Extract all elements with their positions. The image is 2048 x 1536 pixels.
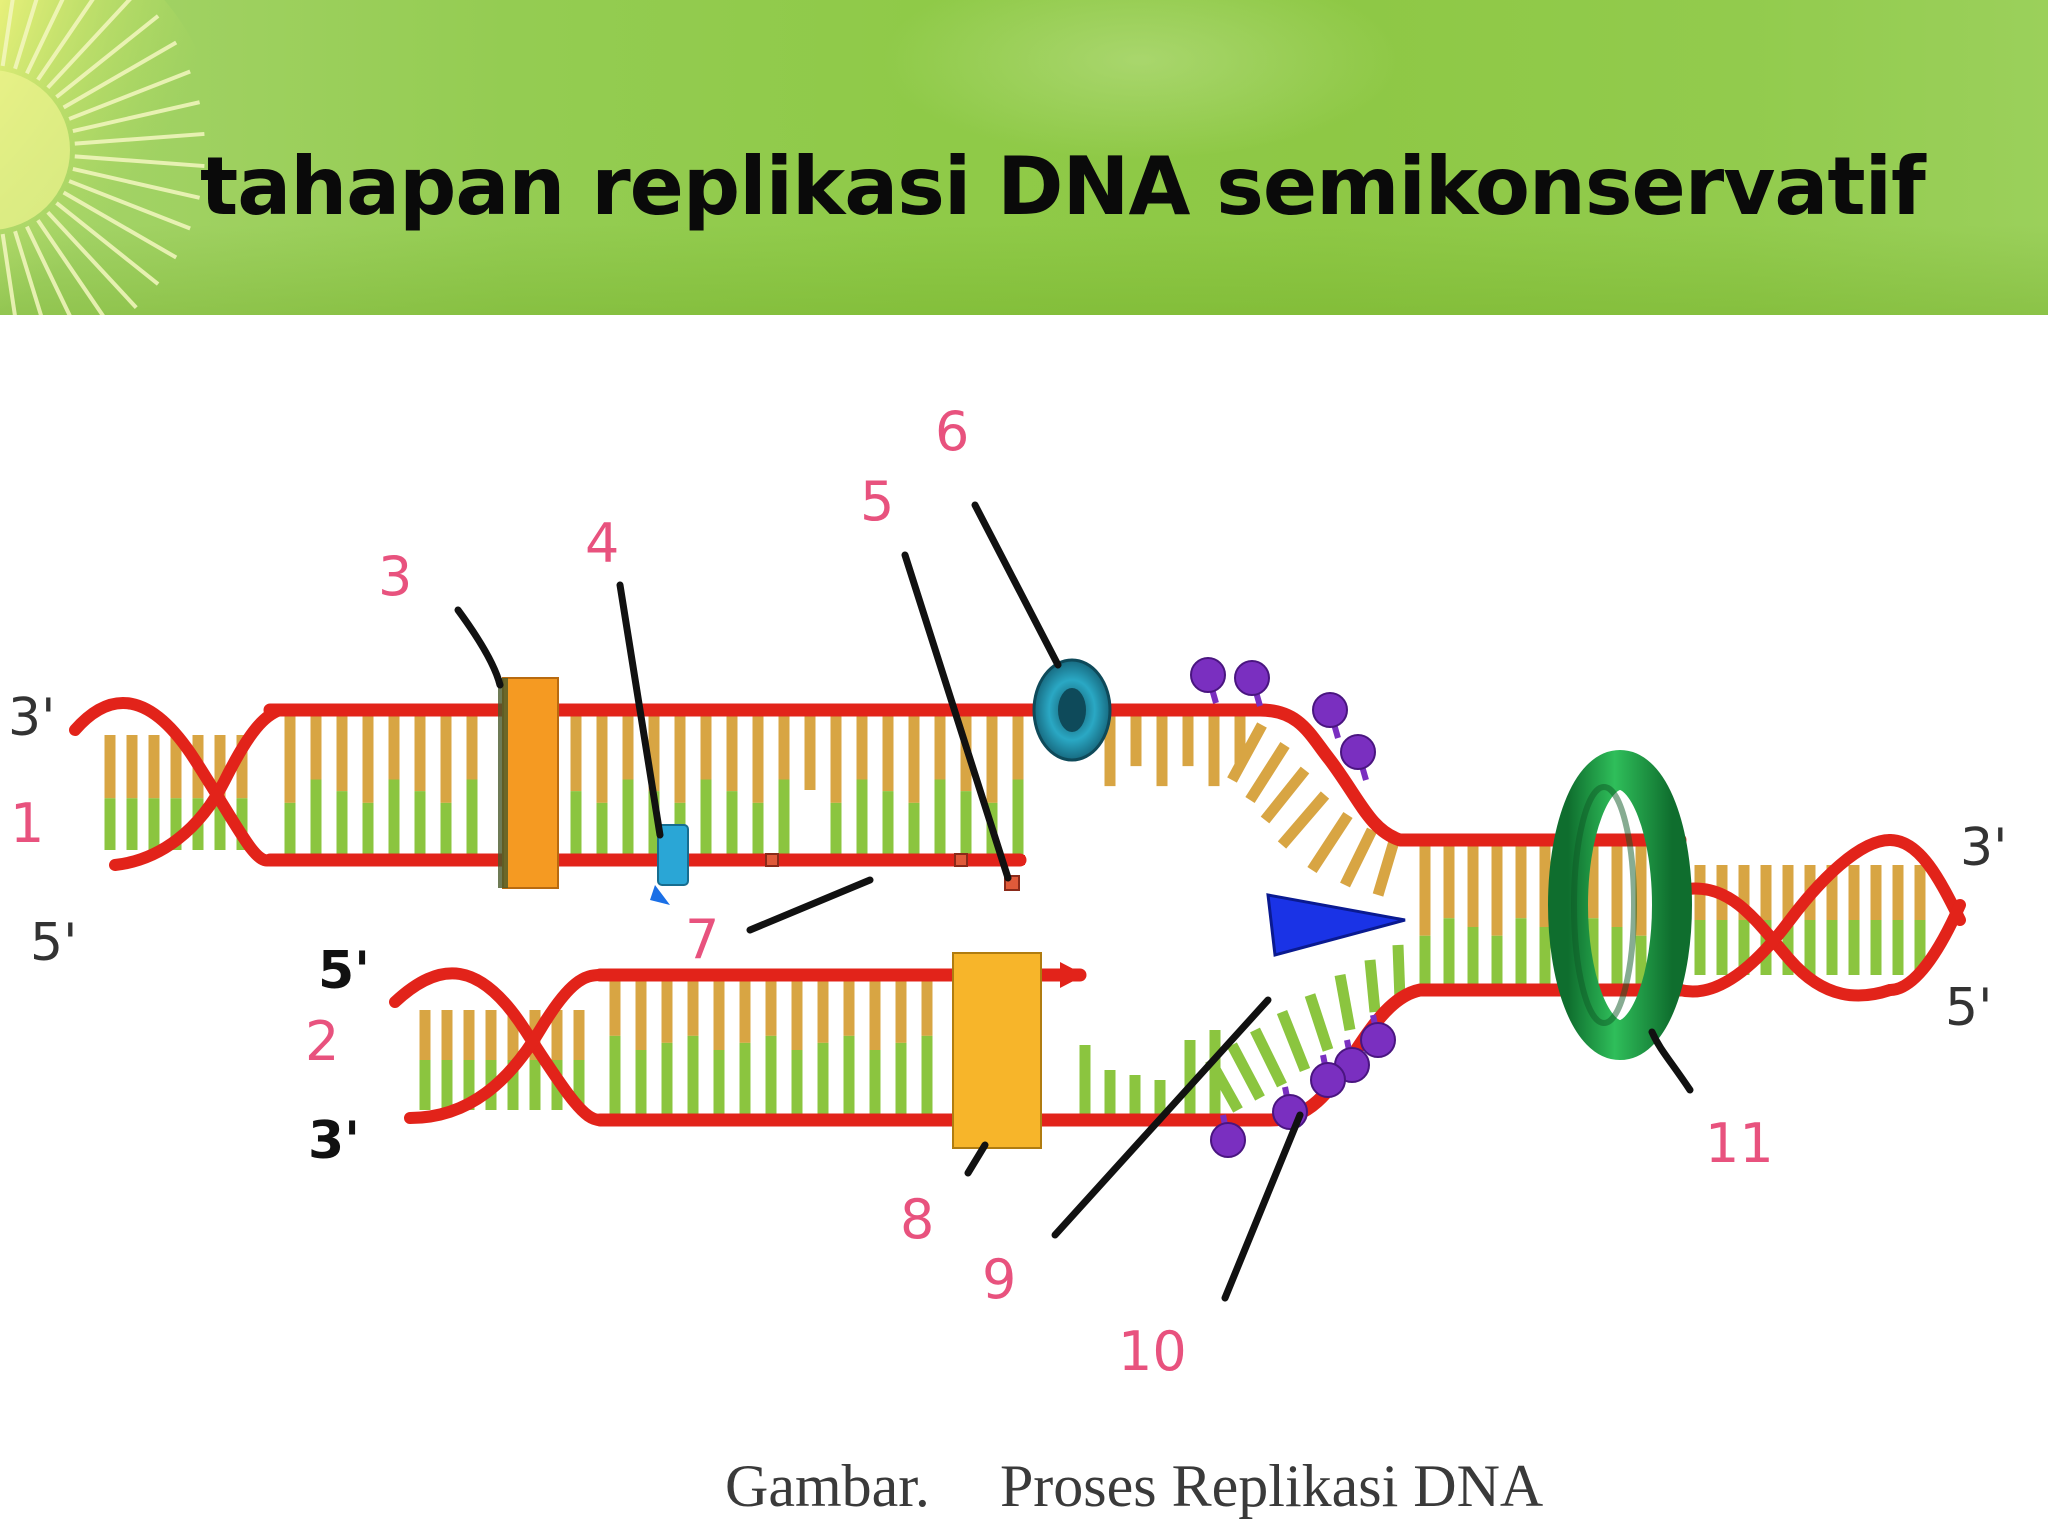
flower-ray xyxy=(0,233,17,315)
header-shade xyxy=(0,225,2048,315)
label-1: 1 xyxy=(10,792,44,855)
label-9: 9 xyxy=(982,1248,1016,1311)
base-pair-rung xyxy=(1304,993,1334,1052)
dna-polymerase-top xyxy=(498,677,559,889)
base-pair-rung xyxy=(1372,836,1401,897)
end-label-right-top: 3' xyxy=(1960,818,2007,878)
leader-line-11 xyxy=(1648,1028,1694,1094)
base-pair-rung xyxy=(1227,1042,1265,1101)
end-label-left-mid: 5' xyxy=(30,913,77,973)
flower-ray xyxy=(46,210,138,309)
leader-line-3 xyxy=(454,606,504,689)
number-labels: 1 2 3 4 5 6 7 8 9 10 11 xyxy=(10,400,1774,1383)
helicase xyxy=(1548,750,1692,1060)
label-4: 4 xyxy=(585,512,619,575)
base-pair-rung xyxy=(1334,974,1356,1031)
slide-header: tahapan replikasi DNA semikonservatif xyxy=(0,0,2048,315)
leader-line-10 xyxy=(1221,1111,1304,1302)
leader-line-9 xyxy=(1051,996,1272,1239)
flower-ray xyxy=(62,40,178,110)
leader-lines xyxy=(454,501,1694,1302)
dna-polymerase-bottom xyxy=(952,952,1042,1149)
dna-replication-diagram: 1 2 3 4 5 6 7 8 9 10 11 3' 5' 5' 3' 3' 5… xyxy=(8,400,2007,1383)
ssb-protein xyxy=(1190,657,1226,693)
dna-ligase xyxy=(650,824,689,905)
flower-ray xyxy=(68,69,191,121)
base-pair-rung xyxy=(1340,827,1377,888)
label-11: 11 xyxy=(1705,1112,1774,1175)
parent-strand-top xyxy=(263,703,1687,847)
flower-ray xyxy=(13,0,39,70)
left-helix-bottom xyxy=(389,967,606,1126)
ssb-protein xyxy=(1340,734,1376,770)
figure-caption: Gambar. Proses Replikasi DNA xyxy=(725,1452,1543,1521)
end-label-top-left: 3' xyxy=(8,688,55,748)
flower-decoration xyxy=(0,0,220,315)
flower-ray xyxy=(46,0,132,90)
ssb-protein xyxy=(1272,1094,1308,1130)
flower-ray xyxy=(13,230,43,315)
ssb-protein xyxy=(1210,1122,1246,1158)
base-pair-rung xyxy=(1392,944,1406,1001)
base-pair-rung xyxy=(1250,1027,1287,1088)
strand-end-labels: 3' 5' 5' 3' 3' 5' xyxy=(8,688,2007,1171)
flower-ray xyxy=(72,100,201,134)
flower-ray xyxy=(25,225,72,315)
flower-ray xyxy=(55,201,160,286)
flower-ray xyxy=(25,0,65,75)
single-strand-binding-proteins xyxy=(1190,657,1396,1158)
ssb-protein xyxy=(1312,692,1348,728)
base-pair-rung xyxy=(1277,791,1330,849)
base-pair-rung xyxy=(1307,811,1353,874)
caption-prefix: Gambar. xyxy=(725,1453,930,1519)
leader-line-6 xyxy=(971,501,1062,669)
synthesis-arrow xyxy=(1060,962,1085,988)
flower-ray xyxy=(72,166,201,200)
slide-title: tahapan replikasi DNA semikonservatif xyxy=(200,140,1926,233)
base-pair-rung xyxy=(1276,1009,1311,1073)
end-label-lower-left-top: 5' xyxy=(318,941,370,1001)
base-pair-rung xyxy=(1260,766,1310,824)
flower-ray xyxy=(62,190,178,260)
label-3: 3 xyxy=(378,545,412,608)
base-pair-rung xyxy=(1227,722,1267,783)
ssb-protein xyxy=(1310,1062,1346,1098)
leader-line-5 xyxy=(901,551,1012,882)
end-label-lower-left-bottom: 3' xyxy=(308,1111,360,1171)
leader-line-4 xyxy=(616,581,664,839)
rna-primers xyxy=(765,853,1020,891)
caption-text: Proses Replikasi DNA xyxy=(999,1453,1544,1519)
label-8: 8 xyxy=(900,1188,934,1251)
label-2: 2 xyxy=(305,1010,339,1073)
left-helix-top xyxy=(69,696,286,871)
base-pair-rung xyxy=(1205,1057,1243,1113)
header-glow xyxy=(880,0,1400,160)
label-6: 6 xyxy=(935,400,969,463)
end-label-right-bottom: 5' xyxy=(1945,978,1992,1038)
leader-line-7 xyxy=(746,876,874,934)
flower-ray xyxy=(68,179,191,231)
base-pair-rung xyxy=(1364,959,1381,1013)
label-10: 10 xyxy=(1118,1320,1187,1383)
flower-ray xyxy=(36,219,105,315)
flower-ray xyxy=(74,154,205,169)
right-helix xyxy=(1674,834,1966,1002)
primase xyxy=(1266,893,1406,957)
flower-ray xyxy=(0,0,15,67)
flower-ray xyxy=(74,131,205,146)
flower-ray xyxy=(55,14,160,99)
ssb-protein xyxy=(1360,1022,1396,1058)
base-pair-rung xyxy=(1245,742,1290,803)
topoisomerase xyxy=(1032,658,1112,762)
leader-line-8 xyxy=(964,1141,989,1177)
label-7: 7 xyxy=(685,908,719,971)
ssb-protein xyxy=(1234,660,1270,696)
label-5: 5 xyxy=(860,470,894,533)
flower-ray xyxy=(36,0,95,81)
